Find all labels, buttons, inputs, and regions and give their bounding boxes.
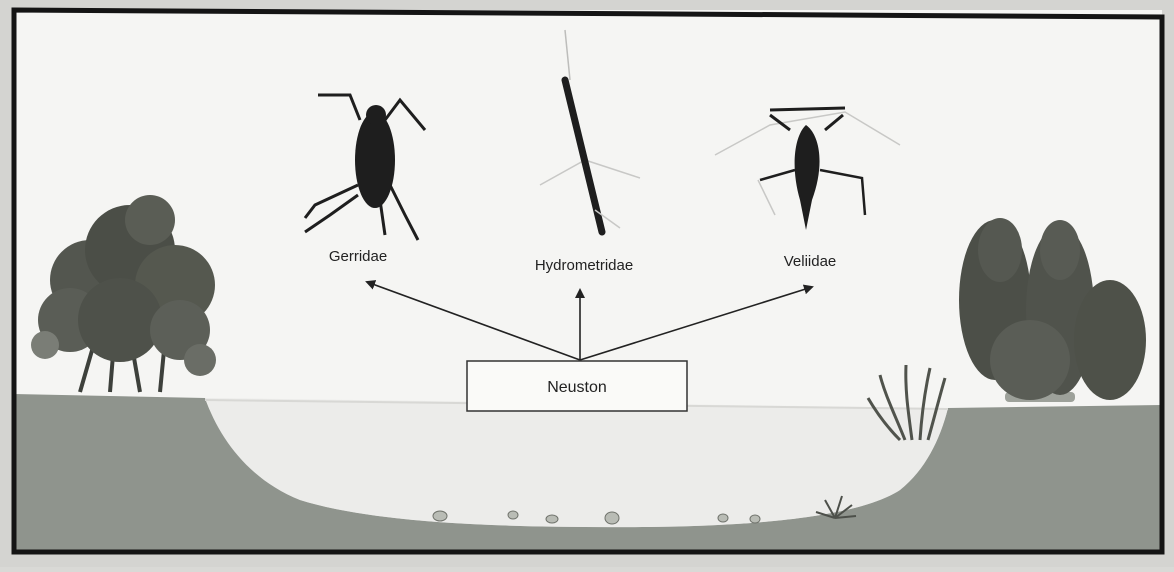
neuston-label: Neuston [547, 379, 607, 396]
veliidae-label: Veliidae [784, 253, 837, 270]
gerridae-label: Gerridae [329, 248, 387, 265]
hydrometridae-label: Hydrometridae [535, 257, 633, 274]
neuston-box: Neuston [467, 361, 687, 411]
